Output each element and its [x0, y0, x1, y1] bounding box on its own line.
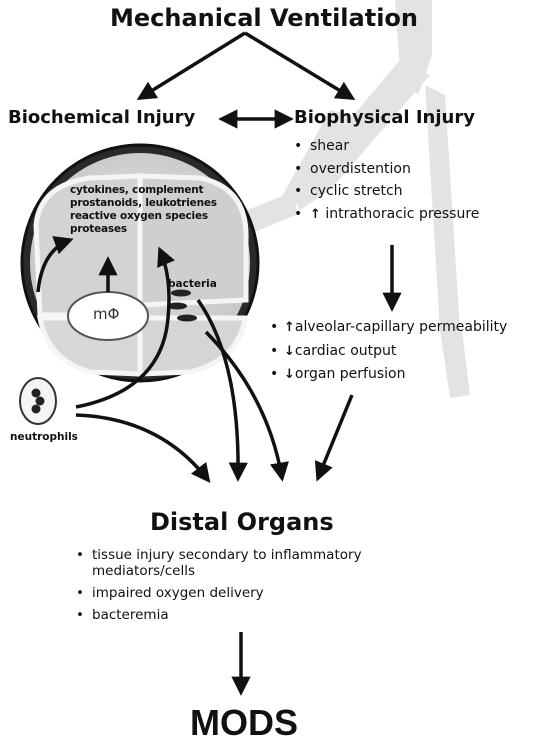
- distal-organs-list: tissue injury secondary to inflammatory …: [76, 547, 422, 629]
- biophysical-item: cyclic stretch: [294, 180, 479, 203]
- biophysical-list: shear overdistention cyclic stretch ↑ in…: [294, 135, 479, 226]
- neutrophil-cell: [20, 378, 56, 424]
- arrow-effects-to-distal: [318, 395, 352, 478]
- neutrophils-label: neutrophils: [10, 431, 78, 443]
- label-mods: MODS: [190, 702, 298, 744]
- arrow-mv-to-biochemical: [140, 33, 245, 98]
- label-biochemical-injury: Biochemical Injury: [8, 107, 195, 128]
- label-distal-organs: Distal Organs: [150, 508, 334, 536]
- macrophage-label: mΦ: [93, 305, 119, 323]
- effect-item: ↑alveolar-capillary permeability: [270, 316, 507, 340]
- mediator-line: proteases: [70, 223, 217, 236]
- biophysical-item: shear: [294, 135, 479, 158]
- down-arrow-icon: ↓: [284, 344, 295, 359]
- effect-item: ↓organ perfusion: [270, 363, 507, 387]
- distal-item: impaired oxygen delivery: [76, 585, 422, 601]
- effect-item: ↓cardiac output: [270, 340, 507, 364]
- distal-item: tissue injury secondary to inflammatory …: [76, 547, 422, 579]
- mediator-line: prostanoids, leukotrienes: [70, 197, 217, 210]
- label-biophysical-injury: Biophysical Injury: [294, 107, 475, 128]
- bacteria-label: bacteria: [168, 278, 217, 290]
- mediator-line: reactive oxygen species: [70, 210, 217, 223]
- biophysical-item: overdistention: [294, 158, 479, 181]
- arrow-neutrophil-to-distal: [76, 415, 208, 480]
- cell-mediators: cytokines, complement prostanoids, leuko…: [70, 184, 217, 236]
- up-arrow-icon: ↑: [284, 320, 295, 335]
- distal-item: bacteremia: [76, 607, 422, 623]
- down-arrow-icon: ↓: [284, 367, 295, 382]
- biophysical-item: ↑ intrathoracic pressure: [294, 203, 479, 227]
- up-arrow-icon: ↑: [310, 207, 321, 222]
- physiologic-effects-list: ↑alveolar-capillary permeability ↓cardia…: [270, 316, 507, 387]
- mediator-line: cytokines, complement: [70, 184, 217, 197]
- arrow-mv-to-biophysical: [245, 33, 352, 98]
- title-mechanical-ventilation: Mechanical Ventilation: [110, 4, 418, 32]
